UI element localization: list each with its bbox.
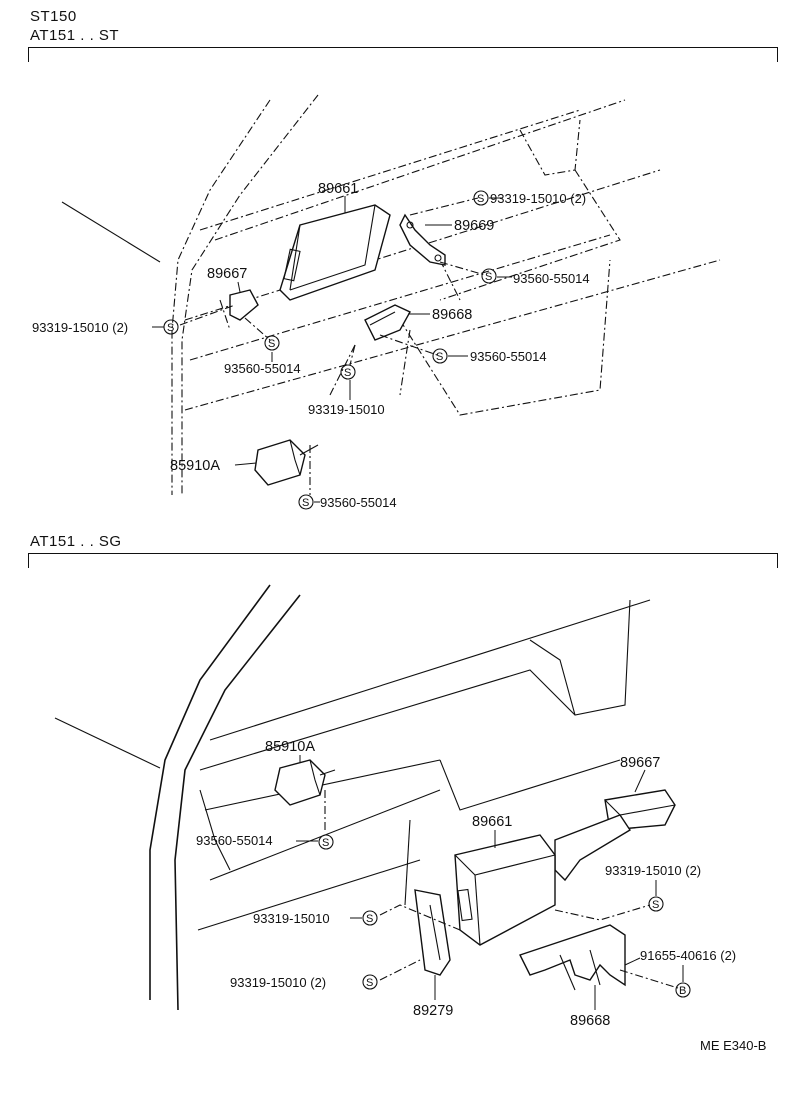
section-2-bracket (28, 553, 778, 568)
top-screw-symbols: S S S S S S S (163, 190, 497, 510)
top-label-89667: 89667 (207, 266, 247, 282)
section-1-bracket (28, 47, 778, 62)
bottom-part-89667-relay (554, 769, 676, 882)
bottom-label-screw-l2: 93319-15010 (2) (230, 975, 326, 990)
top-label-89661: 89661 (318, 181, 358, 197)
section-1-model-line-1: ST150 (30, 8, 77, 25)
top-part-89668-bracket (364, 304, 430, 341)
bottom-part-89668-bracket (519, 924, 626, 1010)
bottom-label-screw-m: 93319-15010 (253, 911, 330, 926)
bottom-part-89661-ecu (454, 830, 556, 946)
top-label-nut-l: 93560-55014 (224, 361, 301, 376)
svg-text:S: S (366, 913, 373, 925)
bottom-label-89279: 89279 (413, 1003, 453, 1019)
svg-text:S: S (477, 193, 484, 205)
bottom-label-89668: 89668 (570, 1013, 610, 1029)
top-dashboard-body (61, 94, 721, 495)
top-label-89668: 89668 (432, 307, 472, 323)
bottom-fastener-symbols: S S S S B (318, 834, 691, 998)
svg-text:S: S (322, 837, 329, 849)
top-part-89661-ecu (279, 196, 391, 301)
svg-text:S: S (302, 497, 309, 509)
bottom-fastener-leads (379, 904, 679, 989)
top-label-85910A: 85910A (170, 458, 220, 474)
bottom-label-screw-r: 93319-15010 (2) (605, 863, 701, 878)
section-2-model-line-1: AT151 . . SG (30, 533, 122, 550)
top-label-nut-r2: 93560-55014 (470, 349, 547, 364)
top-part-89667-relay (229, 281, 259, 321)
top-label-screw-l: 93319-15010 (2) (32, 320, 128, 335)
bottom-label-89661: 89661 (472, 814, 512, 830)
bottom-part-89279-bracket (414, 889, 451, 1000)
svg-text:S: S (268, 338, 275, 350)
svg-text:S: S (652, 899, 659, 911)
top-part-85910A-relay (234, 439, 319, 486)
top-label-nut-b: 93560-55014 (320, 495, 397, 510)
bottom-label-85910A: 85910A (265, 739, 315, 755)
svg-text:S: S (167, 322, 174, 334)
top-part-89669-bracket (399, 213, 452, 266)
bottom-label-89667: 89667 (620, 755, 660, 771)
svg-text:B: B (679, 985, 686, 997)
svg-text:S: S (344, 367, 351, 379)
svg-text:S: S (485, 271, 492, 283)
svg-text:S: S (366, 977, 373, 989)
bottom-part-85910A-relay (274, 755, 336, 832)
top-fastener-leads (179, 197, 486, 495)
top-label-89669: 89669 (454, 218, 494, 234)
top-label-screw-b: 93319-15010 (308, 402, 385, 417)
top-label-screw-tr: 93319-15010 (2) (490, 191, 586, 206)
figure-code: ME E340-B (700, 1038, 766, 1053)
bottom-label-nut-l: 93560-55014 (196, 833, 273, 848)
top-label-nut-r1: 93560-55014 (513, 271, 590, 286)
section-1-model-line-2: AT151 . . ST (30, 27, 120, 44)
bottom-dashboard-body (54, 584, 651, 1011)
bottom-label-bolt-r: 91655-40616 (2) (640, 948, 736, 963)
svg-text:S: S (436, 351, 443, 363)
